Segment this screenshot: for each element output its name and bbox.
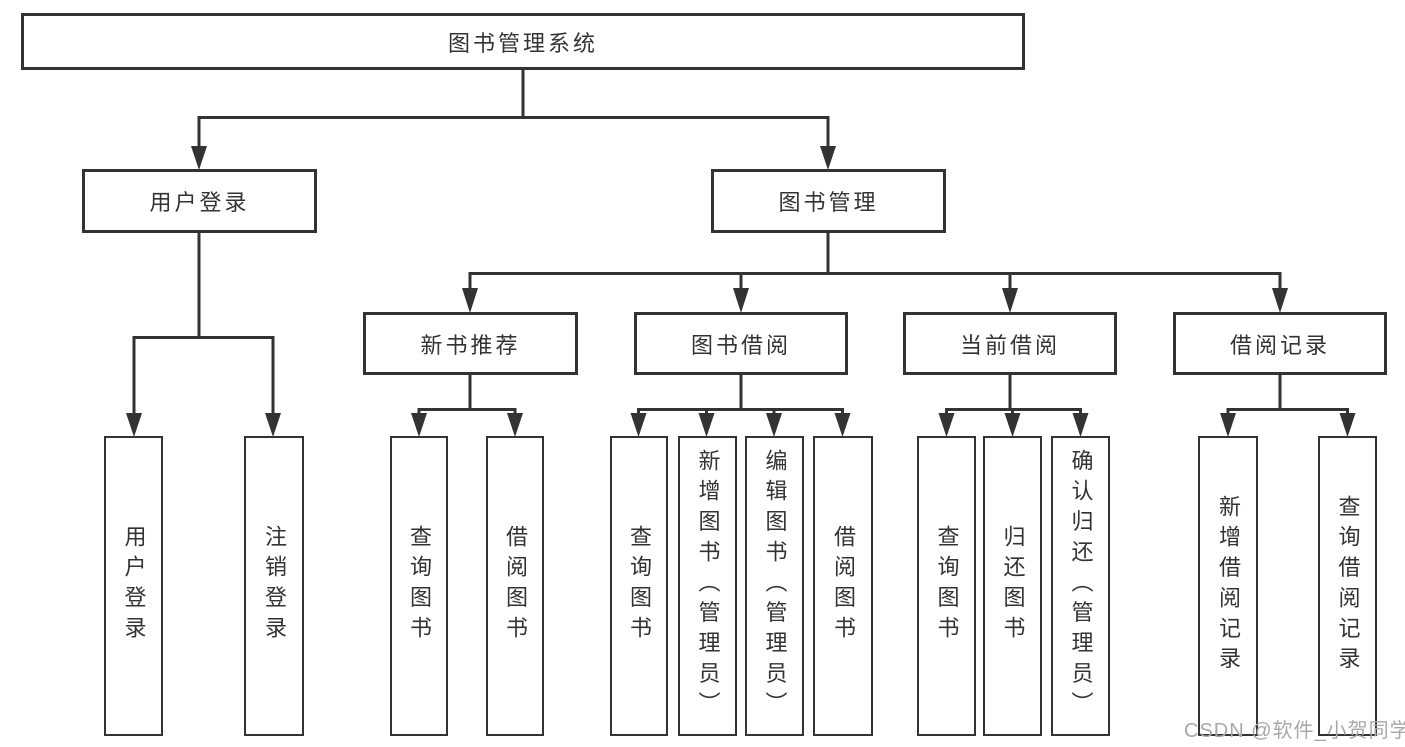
leaf-label: 归还图书 bbox=[1000, 525, 1026, 647]
leaf-return-book: 归还图书 bbox=[983, 436, 1042, 736]
leaf-label: 编辑图书（管理员） bbox=[762, 449, 788, 723]
leaf-edit-book-admin: 编辑图书（管理员） bbox=[745, 436, 804, 736]
leaf-label: 借阅图书 bbox=[831, 525, 856, 647]
leaf-label: 用户登录 bbox=[121, 525, 147, 647]
leaf-query-book-recommend: 查询图书 bbox=[390, 436, 448, 736]
node-new-book-recommend: 新书推荐 bbox=[363, 312, 578, 375]
node-book-borrow: 图书借阅 bbox=[634, 312, 848, 375]
leaf-query-book-borrow: 查询图书 bbox=[610, 436, 668, 736]
leaf-query-book-current: 查询图书 bbox=[917, 436, 976, 736]
leaf-label: 确认归还（管理员） bbox=[1068, 449, 1094, 723]
leaf-query-borrow-record: 查询借阅记录 bbox=[1318, 436, 1377, 736]
csdn-watermark: CSDN @软件_小贺同学 bbox=[1184, 720, 1405, 742]
leaf-confirm-return-admin: 确认归还（管理员） bbox=[1051, 436, 1110, 736]
node-current-borrow: 当前借阅 bbox=[903, 312, 1117, 375]
leaf-label: 查询图书 bbox=[627, 525, 652, 647]
node-label: 用户登录 bbox=[149, 190, 250, 215]
leaf-borrow-book-recommend: 借阅图书 bbox=[486, 436, 544, 736]
leaf-user-login: 用户登录 bbox=[104, 436, 163, 736]
node-label: 图书管理系统 bbox=[447, 30, 598, 56]
node-label: 图书借阅 bbox=[690, 332, 791, 358]
node-book-management: 图书管理 bbox=[711, 169, 946, 233]
node-label: 当前借阅 bbox=[959, 332, 1060, 358]
leaf-add-book-admin: 新增图书（管理员） bbox=[678, 436, 737, 736]
node-user-login: 用户登录 bbox=[82, 169, 317, 233]
leaf-label: 查询借阅记录 bbox=[1335, 494, 1361, 678]
node-label: 图书管理 bbox=[778, 190, 879, 215]
node-label: 新书推荐 bbox=[420, 332, 521, 358]
node-label: 借阅记录 bbox=[1229, 332, 1330, 358]
leaf-add-borrow-record: 新增借阅记录 bbox=[1198, 436, 1258, 736]
leaf-label: 新增借阅记录 bbox=[1216, 494, 1241, 678]
leaf-label: 查询图书 bbox=[934, 525, 960, 647]
leaf-label: 新增图书（管理员） bbox=[695, 449, 721, 723]
leaf-label: 注销登录 bbox=[262, 525, 287, 647]
leaf-label: 借阅图书 bbox=[503, 525, 528, 647]
node-borrow-records: 借阅记录 bbox=[1173, 312, 1387, 375]
node-library-management-system: 图书管理系统 bbox=[21, 13, 1025, 70]
leaf-label: 查询图书 bbox=[407, 525, 432, 647]
leaf-logout: 注销登录 bbox=[244, 436, 304, 736]
leaf-borrow-book: 借阅图书 bbox=[813, 436, 873, 736]
